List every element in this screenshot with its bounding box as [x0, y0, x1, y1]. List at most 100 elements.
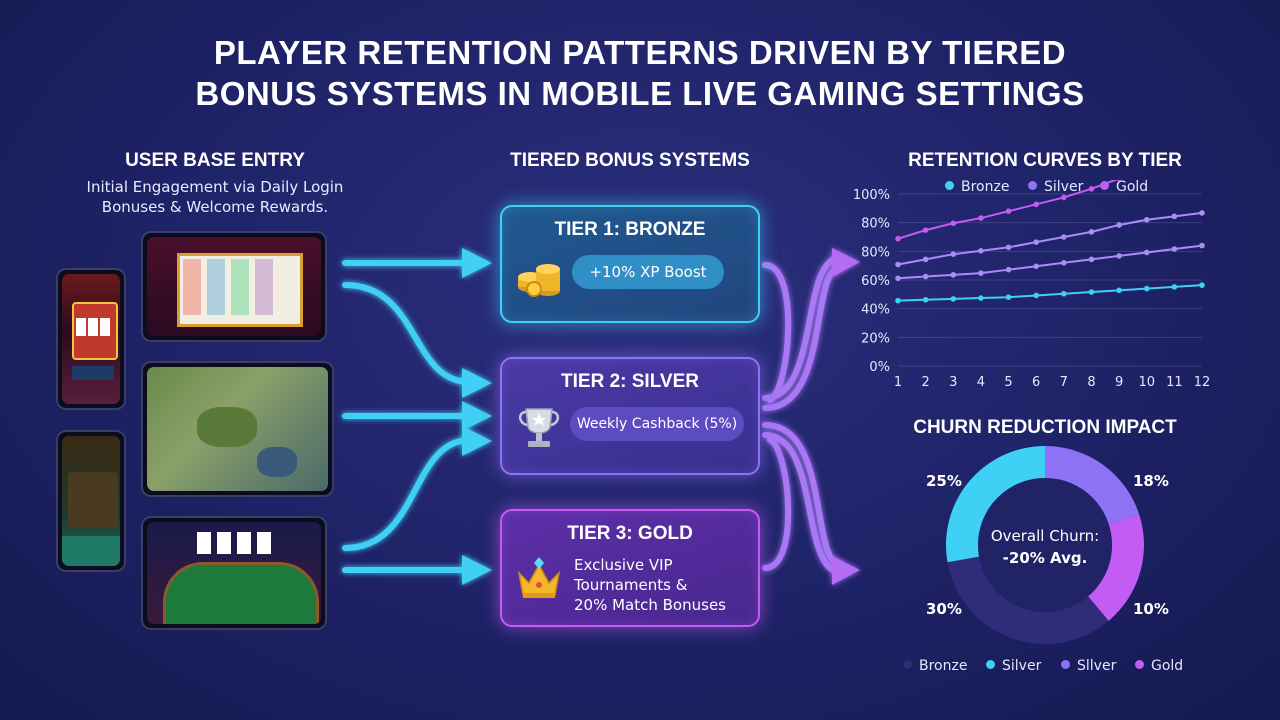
series-point	[1143, 249, 1150, 256]
churn-legend-gold: Gold	[1135, 658, 1183, 674]
churn-legend-bronze: Bronze	[903, 658, 967, 674]
series-point	[1033, 201, 1039, 208]
series-point	[1199, 282, 1205, 288]
series-point	[978, 270, 984, 276]
churn-legend-dot-bronze	[903, 660, 912, 669]
donut-center-value: -20% Avg.	[1002, 549, 1088, 567]
churn-legend-dot-silver	[986, 660, 995, 669]
arrowhead-churn	[832, 556, 860, 585]
donut-hole	[978, 478, 1112, 612]
user-base-entry-heading: USER BASE ENTRY	[125, 150, 305, 171]
x-tick-label: 5	[1004, 375, 1012, 390]
tier-gold-reward-line-1: Exclusive VIP	[574, 556, 673, 574]
retention-legend-silver: Silver	[1028, 179, 1083, 195]
arrow-entry-to-silver-upper	[342, 282, 473, 385]
arrow-silver-out-4	[762, 432, 843, 575]
retention-chart-title: RETENTION CURVES BY TIER	[908, 150, 1182, 171]
series-point	[1061, 290, 1067, 297]
crown-icon	[517, 557, 561, 598]
y-tick-label: 80%	[861, 245, 890, 260]
series-point	[1005, 266, 1012, 273]
series-line-3	[897, 284, 1203, 302]
churn-legend-label-gold: Gold	[1151, 658, 1184, 674]
entry-description-line-2: Bonuses & Welcome Rewards.	[101, 198, 329, 216]
donut-slice-1	[1088, 514, 1144, 621]
series-point	[895, 297, 901, 304]
series-point	[1061, 194, 1067, 201]
arrow-entry-to-silver-lower	[342, 437, 473, 551]
arrowhead-silver-upper	[462, 368, 492, 398]
donut-slice-0	[1045, 446, 1140, 525]
x-tick-label: 1	[894, 375, 902, 390]
series-point	[1116, 287, 1122, 294]
arrowhead-bronze	[462, 248, 492, 278]
series-point	[1033, 263, 1039, 270]
series-point	[922, 227, 929, 233]
x-tick-label: 3	[949, 375, 957, 390]
poker-table-tablet-image	[141, 516, 327, 630]
x-tick-label: 2	[921, 375, 929, 390]
slot-machine-phone-image	[56, 268, 126, 410]
legend-dot-gold	[1100, 181, 1109, 190]
series-point	[1171, 284, 1178, 290]
series-point	[1199, 210, 1205, 216]
arrow-silver-out-1	[762, 255, 843, 401]
series-point	[1116, 180, 1122, 182]
series-point	[950, 296, 957, 302]
series-point	[1033, 239, 1039, 245]
series-point	[922, 273, 929, 280]
series-point	[1005, 208, 1012, 214]
series-point	[950, 251, 957, 257]
tiered-bonus-heading: TIERED BONUS SYSTEMS	[510, 150, 750, 171]
donut-slice-3	[946, 446, 1045, 563]
x-tick-label: 7	[1060, 375, 1068, 390]
x-tick-label: 8	[1087, 375, 1095, 390]
arrowhead-retention	[832, 248, 860, 277]
churn-legend-label-silver: Silver	[1002, 658, 1042, 674]
tier-gold-name: TIER 3: GOLD	[567, 523, 693, 544]
y-tick-label: 100%	[853, 188, 890, 203]
tier-gold-reward-line-2: Tournaments &	[574, 576, 688, 594]
series-point	[978, 295, 984, 301]
tier-bronze-reward: +10% XP Boost	[572, 255, 724, 289]
churn-legend-label-sllver: Sllver	[1077, 658, 1117, 674]
churn-legend-sllver: Sllver	[1061, 658, 1116, 674]
series-point	[950, 272, 957, 278]
series-line-0	[897, 180, 1118, 240]
series-point	[1088, 186, 1095, 192]
donut-center-caption: Overall Churn:	[990, 527, 1100, 545]
series-point	[1143, 285, 1150, 292]
series-point	[922, 256, 929, 263]
series-point	[1116, 253, 1122, 259]
y-tick-label: 20%	[861, 331, 890, 346]
coin-stack-icon	[518, 264, 560, 297]
series-point	[1143, 217, 1150, 223]
page-title: PLAYER RETENTION PATTERNS DRIVEN BY TIER…	[0, 32, 1280, 114]
user-base-entry-description: Initial Engagement via Daily Login Bonus…	[60, 177, 370, 217]
series-point	[978, 215, 984, 221]
retention-legend-bronze: Bronze	[945, 179, 1009, 195]
churn-chart-title: CHURN REDUCTION IMPACT	[913, 417, 1177, 438]
title-line-1: PLAYER RETENTION PATTERNS DRIVEN BY TIER…	[213, 34, 1067, 71]
tier-gold-card: TIER 3: GOLD Exclusive VIP Tournaments &…	[500, 509, 760, 627]
y-tick-label: 40%	[861, 303, 890, 318]
x-tick-label: 10	[1138, 375, 1155, 390]
tier-bronze-name: TIER 1: BRONZE	[554, 219, 706, 240]
series-point	[1088, 229, 1095, 235]
series-point	[895, 275, 901, 282]
x-tick-label: 6	[1032, 375, 1040, 390]
tier-silver-reward: Weekly Cashback (5%)	[570, 407, 744, 441]
arrowhead-silver-middle	[462, 401, 492, 431]
series-line-1	[897, 211, 1203, 266]
donut-label-10: 10%	[1133, 600, 1169, 618]
series-point	[1033, 292, 1039, 299]
entry-description-line-1: Initial Engagement via Daily Login	[86, 178, 344, 196]
legend-dot-silver	[1028, 181, 1037, 190]
series-point	[1061, 234, 1067, 240]
series-point	[1005, 294, 1012, 300]
series-point	[895, 261, 901, 268]
churn-legend-dot-gold	[1135, 660, 1144, 669]
series-point	[1005, 244, 1012, 251]
x-tick-label: 11	[1166, 375, 1183, 390]
slot-reels-tablet-image	[141, 231, 327, 342]
